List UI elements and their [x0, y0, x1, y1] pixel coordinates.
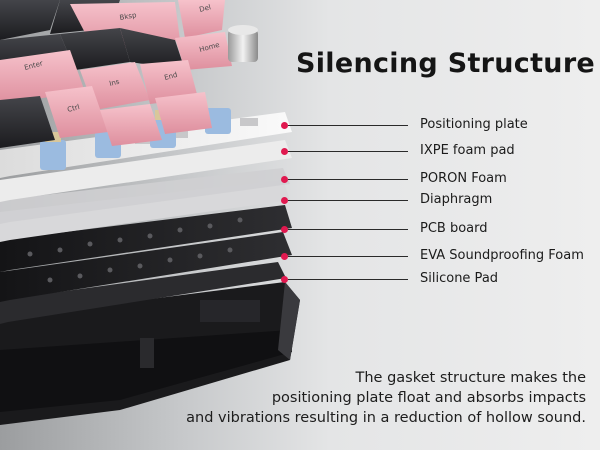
leader-line	[288, 229, 408, 230]
keycap-legend: Ctrl	[66, 103, 80, 114]
layer-label: Diaphragm	[420, 192, 493, 207]
layer-label: PCB board	[420, 221, 488, 236]
keycap-legend: Bksp	[119, 11, 138, 22]
caption-line: and vibrations resulting in a reduction …	[186, 410, 586, 426]
callout-dot	[281, 122, 288, 129]
keycap-legend: Ins	[108, 77, 120, 87]
volume-knob	[228, 25, 258, 62]
ixpe-foam-layer	[0, 140, 292, 202]
silicone-pad-layer	[0, 262, 286, 324]
callout-dot	[281, 276, 288, 283]
caption-line: The gasket structure makes the	[355, 370, 587, 386]
callout-dot	[281, 253, 288, 260]
callout-dot	[281, 226, 288, 233]
description-caption: The gasket structure makes the positioni…	[146, 368, 586, 428]
page-title: Silencing Structure	[296, 48, 596, 79]
keycap-legend: End	[163, 71, 178, 82]
leader-line	[288, 179, 408, 180]
leader-line	[288, 256, 408, 257]
keycap-legend: Del	[198, 3, 211, 14]
callout-dot	[281, 148, 288, 155]
diaphragm-layer	[0, 180, 290, 242]
leader-line	[288, 151, 408, 152]
eva-foam-layer	[0, 232, 292, 302]
callout-dot	[281, 176, 288, 183]
bottom-case	[0, 282, 300, 425]
pcb-board-layer	[0, 205, 292, 272]
caption-line: positioning plate float and absorbs impa…	[271, 390, 586, 406]
leader-line	[288, 200, 408, 201]
layer-label: Positioning plate	[420, 117, 528, 132]
pcb-holes	[27, 217, 243, 283]
callout-dot	[281, 197, 288, 204]
leader-line	[288, 279, 408, 280]
layer-label: PORON Foam	[420, 171, 507, 186]
poron-foam-layer	[0, 168, 290, 224]
layer-label: IXPE foam pad	[420, 143, 515, 158]
layer-label: Silicone Pad	[420, 271, 499, 286]
layer-label: EVA Soundproofing Foam	[420, 248, 584, 263]
keycaps	[0, 0, 232, 148]
leader-line	[288, 125, 408, 126]
